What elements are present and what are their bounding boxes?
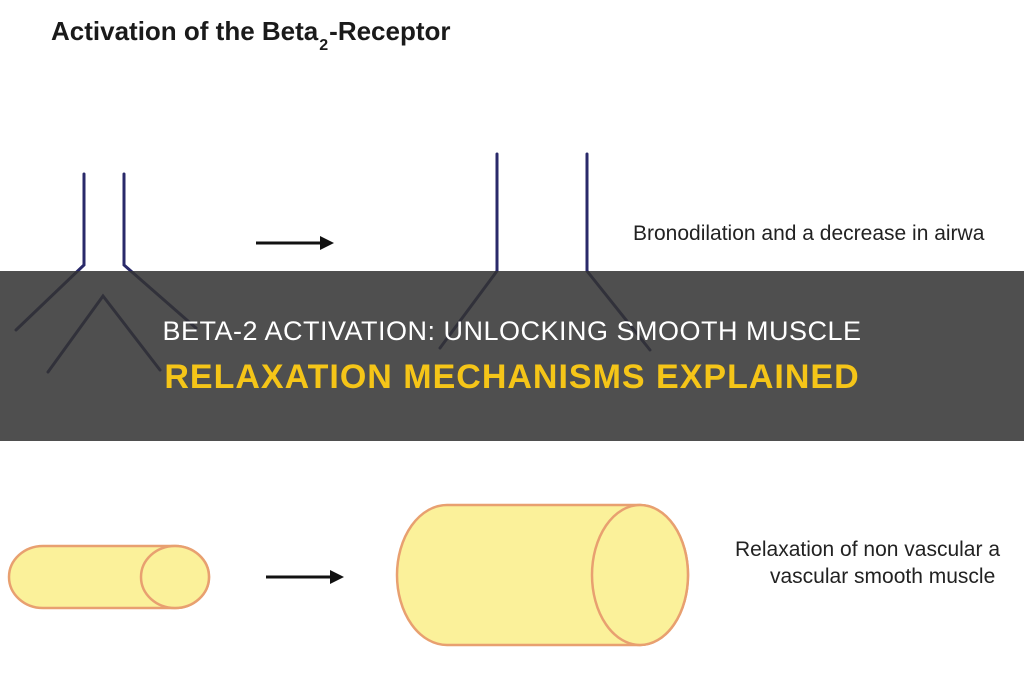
caption-relaxation-line-2: vascular smooth muscle — [770, 565, 996, 588]
muscle-cylinder-small — [7, 544, 211, 610]
diagram-title-prefix: Activation of the Beta — [51, 16, 319, 46]
diagram-title-subscript: 2 — [319, 37, 329, 54]
diagram-title: Activation of the Beta2-Receptor — [51, 16, 451, 54]
banner-headline-line-2: RELAXATION MECHANISMS EXPLAINED — [164, 358, 860, 396]
banner-headline-line-1: BETA-2 ACTIVATION: UNLOCKING SMOOTH MUSC… — [162, 316, 862, 346]
caption-bronchodilation: Bronodilation and a decrease in airwa — [633, 222, 985, 245]
diagram-title-suffix: -Receptor — [329, 16, 451, 46]
arrow-activation-top — [256, 236, 334, 250]
caption-relaxation-line-1: Relaxation of non vascular a — [735, 538, 1000, 561]
arrow-activation-bottom — [266, 570, 344, 584]
title-banner: BETA-2 ACTIVATION: UNLOCKING SMOOTH MUSC… — [0, 271, 1024, 441]
muscle-cylinder-large — [395, 503, 690, 647]
